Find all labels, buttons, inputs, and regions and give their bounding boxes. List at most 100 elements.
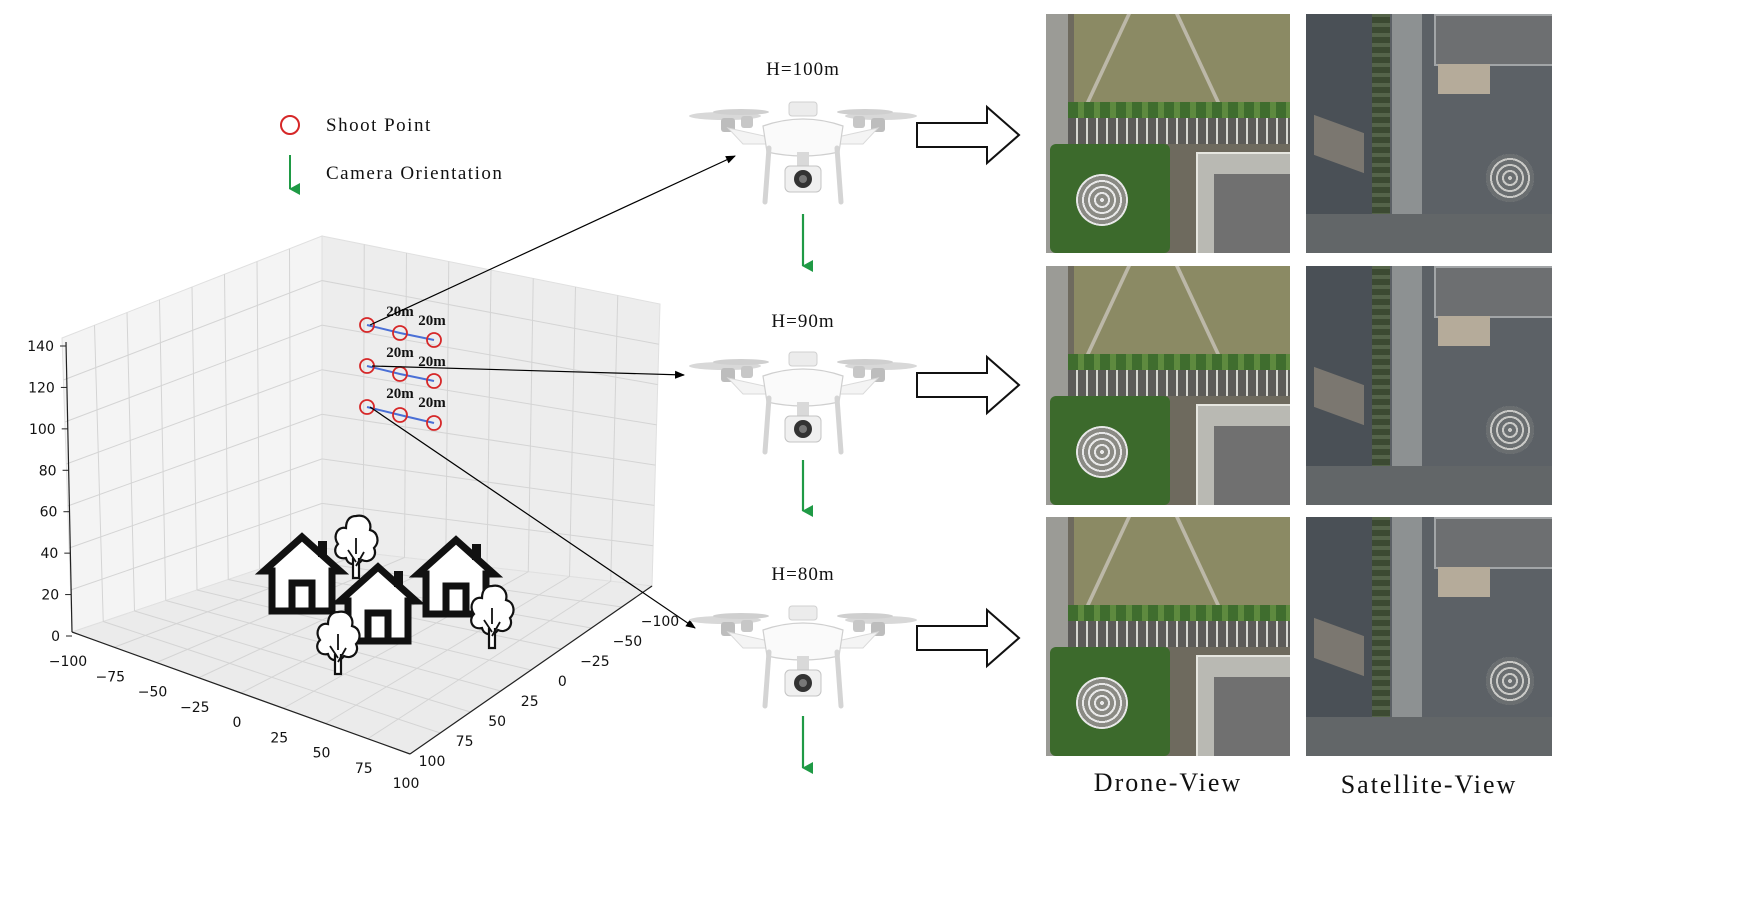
grid-line xyxy=(94,325,104,622)
y-axis-ticks: −100 −50−25 0 25 50 75 100 xyxy=(419,614,680,770)
drone-view-image xyxy=(1046,14,1290,253)
legend-camera-orientation-label: Camera Orientation xyxy=(326,163,503,184)
y-tick-label: −100 xyxy=(641,614,679,630)
x-tick-label: 50 xyxy=(313,746,331,762)
grid-line xyxy=(224,274,229,580)
y-tick-label: 75 xyxy=(456,734,474,750)
drone-row-80m: H=80m xyxy=(689,564,1020,774)
z-tick-label: 20 xyxy=(41,588,59,604)
drone-icon xyxy=(689,102,917,202)
grid-line xyxy=(610,295,619,582)
grid-line xyxy=(404,252,407,558)
grid-line xyxy=(256,261,260,570)
z-tick-label: 60 xyxy=(40,505,58,521)
y-tick-label: −25 xyxy=(580,654,610,670)
drone-view-label: Drone-View xyxy=(1093,768,1243,797)
drone-view-image xyxy=(1046,266,1290,505)
y-axis-line xyxy=(409,585,653,755)
satellite-view-image xyxy=(1306,14,1552,253)
altitude-label: H=90m xyxy=(771,311,834,332)
satellite-view-image xyxy=(1306,517,1552,756)
altitude-label: H=80m xyxy=(771,564,834,585)
x-tick-label: −50 xyxy=(138,685,168,701)
drone-row-100m: H=100m xyxy=(689,59,1020,272)
x-axis-ticks: −100 −75 −50 −25 0 25 50 75 100 xyxy=(49,654,420,792)
y-tick-label: 50 xyxy=(488,714,506,730)
connector-arrow-80m xyxy=(369,406,696,629)
distance-label: 20m xyxy=(418,313,446,329)
shoot-point-marker xyxy=(426,373,442,389)
shoot-point-marker xyxy=(392,407,408,423)
satellite-view-image xyxy=(1306,266,1552,505)
x-tick-label: 25 xyxy=(270,730,288,746)
z-axis-line xyxy=(65,341,73,633)
y-tick-label: 0 xyxy=(558,674,567,690)
shoot-point-legend-marker xyxy=(280,115,300,135)
grid-line xyxy=(191,286,198,591)
grid-line xyxy=(67,413,656,507)
flight-path-line xyxy=(366,324,435,341)
connector-arrow-90m xyxy=(371,365,685,379)
flight-path-line xyxy=(366,406,435,424)
distance-label: 20m xyxy=(386,386,414,402)
x-axis-line xyxy=(71,631,411,755)
z-tick-label: 140 xyxy=(27,339,54,355)
shoot-point-marker xyxy=(392,325,408,341)
z-tick-label: 40 xyxy=(40,546,58,562)
distance-label: 20m xyxy=(386,345,414,361)
grid-line xyxy=(367,580,612,740)
grid-line xyxy=(445,261,450,563)
legend: Shoot Point Camera Orientation xyxy=(280,115,503,195)
grid-line xyxy=(325,576,570,724)
shoot-point-marker xyxy=(426,415,442,431)
grid-line xyxy=(289,248,292,559)
distance-label: 20m xyxy=(418,354,446,370)
legend-shoot-point-label: Shoot Point xyxy=(326,115,432,136)
drone-view-image xyxy=(1046,517,1290,756)
z-tick-label: 100 xyxy=(29,422,56,438)
distance-label: 20m xyxy=(418,395,446,411)
grid-line xyxy=(63,280,659,381)
x-tick-label: −75 xyxy=(95,669,125,685)
grid-line xyxy=(527,278,534,572)
shoot-point-marker xyxy=(426,332,442,348)
big-arrow-icon xyxy=(916,106,1020,164)
drone-icon xyxy=(689,606,917,706)
z-tick-label: 0 xyxy=(51,629,60,645)
z-tick-label: 120 xyxy=(28,380,55,396)
big-arrow-icon xyxy=(916,609,1020,667)
drone-icon xyxy=(689,352,917,452)
connector-arrow-100m xyxy=(369,155,736,326)
x-tick-label: −25 xyxy=(180,700,210,716)
satellite-view-label: Satellite-View xyxy=(1340,770,1518,799)
grid-line xyxy=(362,244,365,553)
grid-line xyxy=(66,369,657,465)
grid-line xyxy=(569,286,576,577)
y-tick-label: −50 xyxy=(613,634,643,650)
big-arrow-icon xyxy=(916,356,1020,414)
drone-row-90m: H=90m xyxy=(689,311,1020,517)
grid-line xyxy=(159,299,167,601)
flight-path-line xyxy=(366,365,435,382)
altitude-label: H=100m xyxy=(766,59,840,80)
y-tick-label: 100 xyxy=(419,754,446,770)
x-tick-label: 100 xyxy=(393,776,420,792)
y-tick-label: 25 xyxy=(521,694,539,710)
z-axis-ticks: 0 20 40 60 80 100 120 140 xyxy=(27,339,72,645)
shoot-point-marker xyxy=(359,317,375,333)
x-tick-label: 75 xyxy=(355,761,373,777)
x-tick-label: −100 xyxy=(49,654,87,670)
grid-line xyxy=(70,502,654,591)
grid-line xyxy=(64,324,658,423)
grid-line xyxy=(126,312,135,612)
grid-line xyxy=(486,269,492,568)
z-tick-label: 80 xyxy=(39,463,57,479)
x-tick-label: 0 xyxy=(233,715,242,731)
shoot-point-marker xyxy=(359,399,375,415)
